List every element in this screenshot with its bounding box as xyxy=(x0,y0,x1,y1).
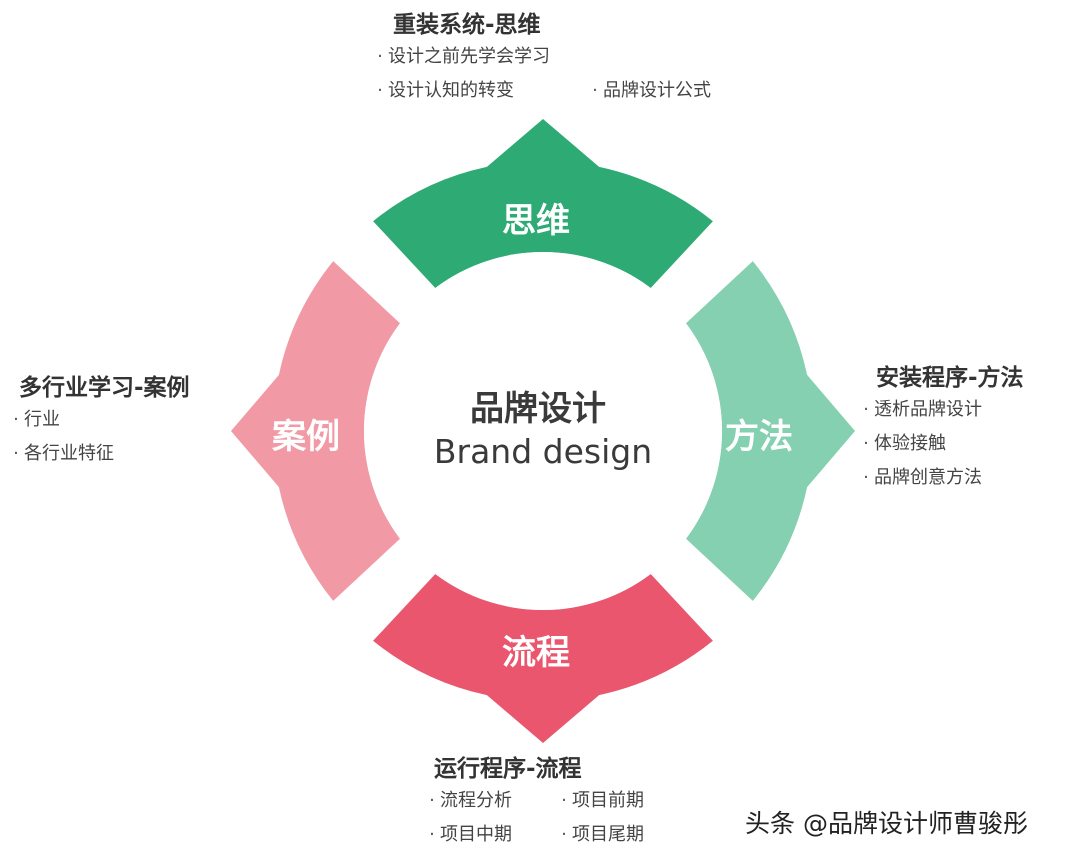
list-item: 流程分析 xyxy=(424,784,556,818)
list-item: 体验接触 xyxy=(858,427,1024,461)
top-block-title: 重装系统-思维 xyxy=(393,12,541,38)
left-block-title: 多行业学习-案例 xyxy=(19,375,190,401)
list-item: 设计认知的转变 xyxy=(372,74,587,108)
top-info-block: 重装系统-思维 设计之前先学会学习 设计认知的转变 品牌设计公式 xyxy=(372,10,711,108)
center-title-cn: 品牌设计 xyxy=(470,389,606,429)
segment-label-bottom: 流程 xyxy=(502,633,570,673)
segment-top-thinking xyxy=(373,119,713,288)
left-block-list: 行业 各行业特征 xyxy=(8,403,190,471)
list-item: 品牌创意方法 xyxy=(858,461,1024,495)
list-item: 设计之前先学会学习 xyxy=(372,40,587,74)
top-block-list-1: 设计之前先学会学习 设计认知的转变 xyxy=(372,40,587,108)
list-item: 项目尾期 xyxy=(556,818,644,852)
segment-right-method xyxy=(686,261,855,601)
right-block-list: 透析品牌设计 体验接触 品牌创意方法 xyxy=(858,393,1024,495)
right-info-block: 安装程序-方法 透析品牌设计 体验接触 品牌创意方法 xyxy=(858,363,1024,495)
left-info-block: 多行业学习-案例 行业 各行业特征 xyxy=(8,373,190,471)
segment-label-left: 案例 xyxy=(272,417,340,457)
center-title-en: Brand design xyxy=(434,432,652,471)
bottom-block-list-2: 项目前期 项目尾期 xyxy=(556,784,644,852)
segment-bottom-process xyxy=(373,574,713,743)
segment-left-cases xyxy=(231,261,400,601)
watermark-text: 头条 @品牌设计师曹骏彤 xyxy=(745,809,1028,838)
top-block-columns: 设计之前先学会学习 设计认知的转变 品牌设计公式 xyxy=(372,40,711,108)
bottom-block-list-1: 流程分析 项目中期 xyxy=(424,784,556,852)
top-block-list-2: 品牌设计公式 xyxy=(587,40,711,108)
list-item: 品牌设计公式 xyxy=(587,74,711,108)
right-block-title: 安装程序-方法 xyxy=(876,365,1024,391)
center-circle xyxy=(364,252,722,610)
bottom-block-columns: 流程分析 项目中期 项目前期 项目尾期 xyxy=(424,784,644,852)
list-item: 透析品牌设计 xyxy=(858,393,1024,427)
segment-label-top: 思维 xyxy=(502,201,570,241)
list-item: 项目前期 xyxy=(556,784,644,818)
list-item: 行业 xyxy=(8,403,190,437)
bottom-block-title: 运行程序-流程 xyxy=(434,756,582,782)
list-item: 各行业特征 xyxy=(8,437,190,471)
list-item: 项目中期 xyxy=(424,818,556,852)
segment-label-right: 方法 xyxy=(725,417,793,457)
bottom-info-block: 运行程序-流程 流程分析 项目中期 项目前期 项目尾期 xyxy=(424,754,644,852)
